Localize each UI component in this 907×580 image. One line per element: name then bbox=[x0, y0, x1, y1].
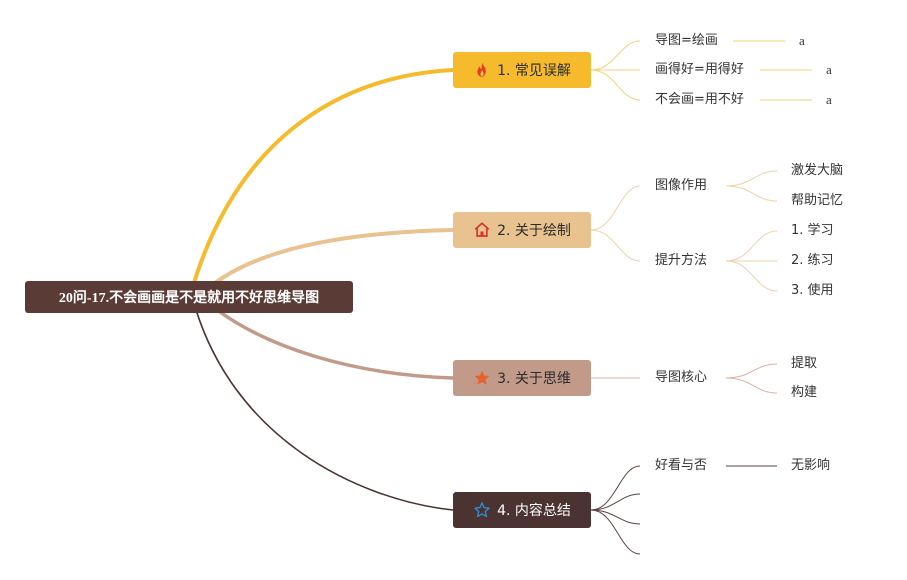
subtopic-label[interactable]: 不会画=用不好 bbox=[655, 92, 744, 107]
leaf-label[interactable]: 2. 练习 bbox=[791, 253, 834, 268]
subtopic-label[interactable]: 好看与否 bbox=[655, 458, 708, 473]
leaf-label[interactable]: 激发大脑 bbox=[791, 163, 844, 178]
branch-3-topic[interactable]: 3. 关于思维 bbox=[453, 360, 591, 396]
leaf-label[interactable]: 1. 学习 bbox=[791, 223, 834, 238]
branch-1-topic[interactable]: 1. 常见误解 bbox=[453, 52, 591, 88]
connector-b1-c1 bbox=[590, 40, 641, 71]
connector-b2-c1-l2 bbox=[725, 185, 778, 202]
home-icon bbox=[473, 221, 491, 239]
connector-b4-c4 bbox=[590, 509, 641, 555]
root-topic[interactable]: 20问-17.不会画画是不是就用不好思维导图 bbox=[25, 281, 353, 313]
connector-root-branch-2 bbox=[198, 228, 455, 298]
connector-b3-c1-l2 bbox=[725, 377, 778, 394]
leaf-label[interactable]: a bbox=[826, 92, 832, 107]
connector-b3-c1-l1 bbox=[725, 363, 778, 379]
star-icon bbox=[473, 369, 491, 387]
subtopic-label[interactable]: 画得好=用得好 bbox=[655, 62, 744, 77]
branch-2-label: 2. 关于绘制 bbox=[497, 223, 571, 239]
star-outline-icon bbox=[473, 501, 491, 519]
subtopic-label[interactable]: 提升方法 bbox=[655, 253, 708, 268]
branch-3-label: 3. 关于思维 bbox=[497, 371, 571, 387]
connector-root-branch-3 bbox=[198, 294, 455, 380]
subtopic-label[interactable]: 图像作用 bbox=[655, 178, 708, 193]
leaf-label[interactable]: 提取 bbox=[791, 356, 818, 371]
connector-b2-c2 bbox=[590, 229, 641, 262]
connector-b1-c3 bbox=[590, 69, 641, 101]
connector-root-branch-4 bbox=[191, 295, 454, 511]
branch-4-topic[interactable]: 4. 内容总结 bbox=[453, 492, 591, 528]
connector-b4-c1 bbox=[590, 465, 641, 511]
leaf-label[interactable]: a bbox=[799, 33, 805, 48]
fire-icon bbox=[473, 61, 491, 79]
connector-b4-c2 bbox=[590, 493, 641, 511]
leaf-label[interactable]: 无影响 bbox=[791, 458, 831, 473]
connector-root-branch-1 bbox=[188, 68, 455, 298]
branch-1-label: 1. 常见误解 bbox=[497, 63, 571, 79]
connector-b2-c1-l1 bbox=[725, 170, 778, 187]
connector-b4-c3 bbox=[590, 509, 641, 525]
leaf-label[interactable]: a bbox=[826, 62, 832, 77]
subtopic-label[interactable]: 导图核心 bbox=[655, 370, 708, 385]
subtopic-label[interactable]: 导图=绘画 bbox=[655, 33, 718, 48]
connector-b2-c2-l1 bbox=[725, 230, 778, 262]
connector-b2-c2-l3 bbox=[725, 260, 778, 292]
root-topic-label: 20问-17.不会画画是不是就用不好思维导图 bbox=[58, 291, 320, 306]
branch-2-topic[interactable]: 2. 关于绘制 bbox=[453, 212, 591, 248]
leaf-label[interactable]: 3. 使用 bbox=[791, 283, 834, 298]
branch-4-label: 4. 内容总结 bbox=[497, 503, 571, 519]
leaf-label[interactable]: 构建 bbox=[791, 385, 818, 400]
leaf-label[interactable]: 帮助记忆 bbox=[791, 193, 844, 208]
connector-b2-c1 bbox=[590, 185, 641, 231]
